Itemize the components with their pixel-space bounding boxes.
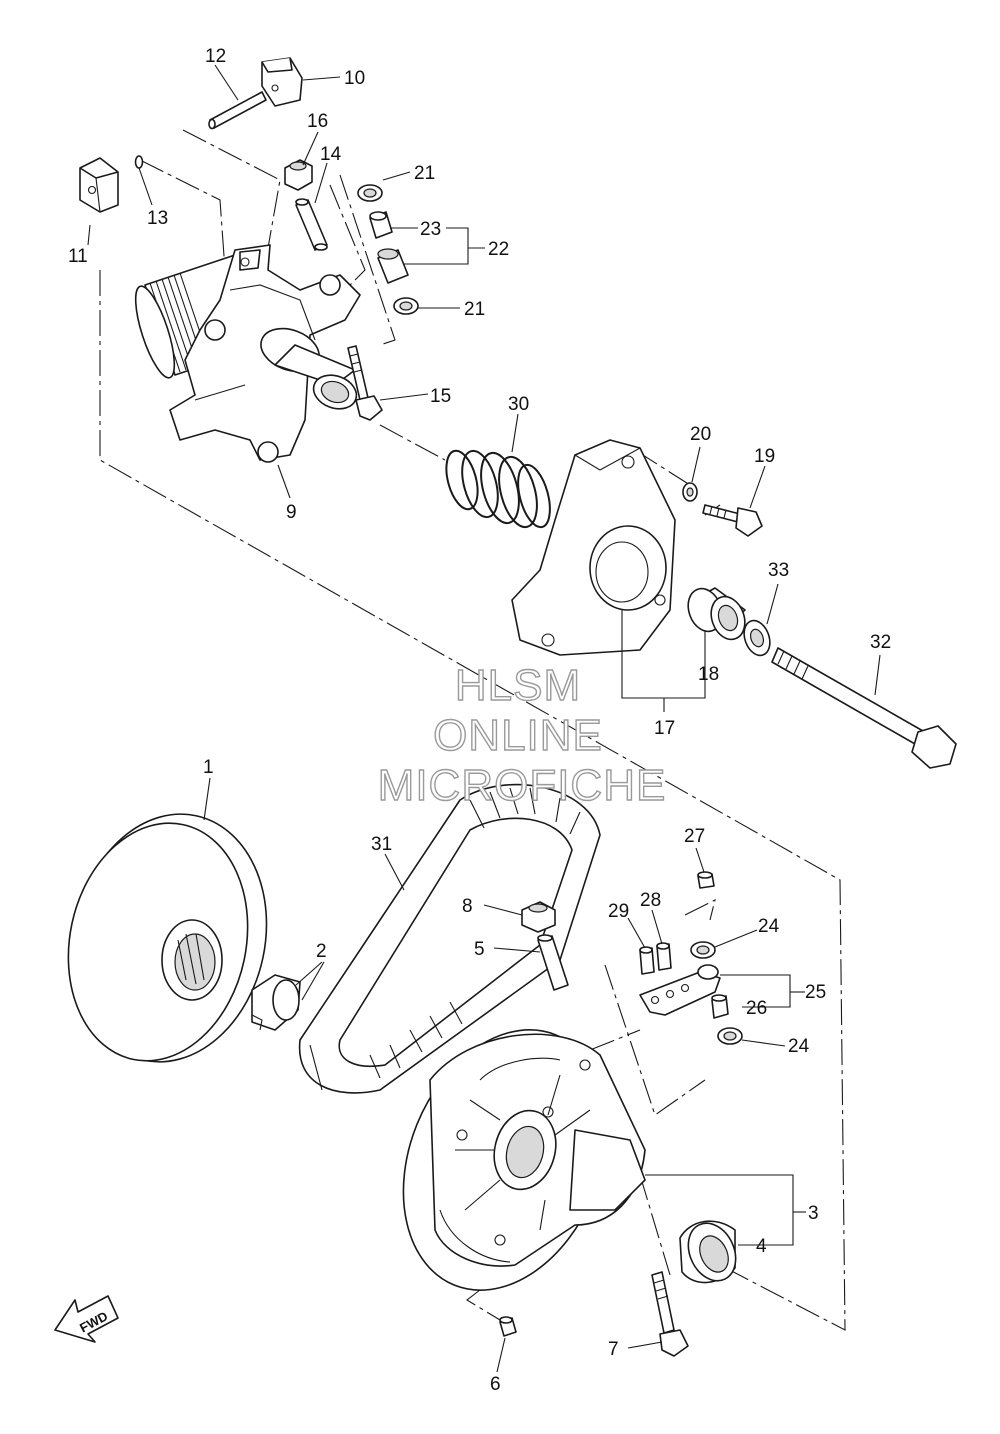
callout-labels: 12 10 16 14 21 13 23 22 11 21 15 30 20 1…: [68, 46, 891, 1395]
part-3-movable-sheave[interactable]: [366, 999, 646, 1321]
part-13-oring[interactable]: [134, 155, 144, 169]
part-25-arm[interactable]: [639, 964, 721, 1016]
leader-lines: [87, 64, 881, 1373]
part-2-collar[interactable]: [251, 974, 301, 1031]
callout-13[interactable]: 13: [147, 208, 168, 229]
callout-8[interactable]: 8: [462, 896, 473, 917]
part-22-roller[interactable]: [377, 248, 409, 284]
callout-3[interactable]: 3: [808, 1203, 819, 1224]
part-6-cap[interactable]: [499, 1316, 517, 1337]
callout-18[interactable]: 18: [698, 664, 719, 685]
watermark-line2: ONLINE: [433, 711, 603, 760]
callout-22[interactable]: 22: [488, 239, 509, 260]
watermark-line1: HLSM: [455, 661, 581, 710]
callout-32[interactable]: 32: [870, 632, 891, 653]
callout-10[interactable]: 10: [344, 68, 365, 89]
part-23-bushing[interactable]: [369, 211, 393, 239]
callout-16[interactable]: 16: [307, 111, 328, 132]
part-15-bolt[interactable]: [347, 345, 383, 421]
part-29-screw[interactable]: [639, 946, 655, 975]
part-30-spring[interactable]: [441, 447, 556, 531]
callout-12[interactable]: 12: [205, 46, 226, 67]
fwd-arrow-icon: FWD: [54, 1295, 119, 1343]
callout-27[interactable]: 27: [684, 826, 705, 847]
part-24-washer-lower[interactable]: [717, 1027, 743, 1045]
part-8-nut[interactable]: [521, 901, 556, 933]
part-17-cap[interactable]: [511, 439, 676, 656]
part-11-weight[interactable]: [79, 157, 119, 213]
part-12-pin[interactable]: [208, 91, 267, 130]
callout-14[interactable]: 14: [320, 144, 342, 165]
part-4-bushing[interactable]: [679, 1216, 744, 1289]
part-5-collar[interactable]: [537, 934, 569, 991]
callout-5[interactable]: 5: [474, 939, 485, 960]
callout-4[interactable]: 4: [756, 1236, 767, 1257]
callout-31[interactable]: 31: [371, 834, 392, 855]
callout-26[interactable]: 26: [746, 998, 767, 1019]
part-1-fixed-sheave[interactable]: [47, 796, 289, 1080]
callout-28[interactable]: 28: [640, 890, 661, 911]
part-28-screw[interactable]: [656, 942, 672, 971]
callout-33[interactable]: 33: [768, 560, 789, 581]
callout-24-upper[interactable]: 24: [758, 916, 780, 937]
part-26-bushing[interactable]: [711, 994, 729, 1019]
part-32-long-bolt[interactable]: [771, 647, 957, 769]
callout-19[interactable]: 19: [754, 446, 775, 467]
part-16-nut[interactable]: [284, 159, 313, 191]
callout-7[interactable]: 7: [608, 1339, 619, 1360]
callout-9[interactable]: 9: [286, 502, 297, 523]
callout-21-upper[interactable]: 21: [414, 163, 435, 184]
part-27-screw[interactable]: [697, 871, 715, 889]
part-10-weight[interactable]: [261, 57, 303, 107]
part-20-washer[interactable]: [682, 482, 698, 502]
callout-11[interactable]: 11: [68, 246, 88, 267]
callout-30[interactable]: 30: [508, 394, 529, 415]
callout-17[interactable]: 17: [654, 718, 675, 739]
part-18-bushing[interactable]: [682, 584, 750, 644]
part-21-washer-upper[interactable]: [357, 184, 383, 202]
part-7-bolt[interactable]: [651, 1271, 689, 1357]
watermark-line3: MICROFICHE: [378, 761, 667, 810]
part-31-belt[interactable]: [298, 783, 601, 1094]
part-14-collar[interactable]: [295, 198, 328, 251]
callout-21-lower[interactable]: 21: [464, 299, 485, 320]
callout-15[interactable]: 15: [430, 386, 451, 407]
callout-6[interactable]: 6: [490, 1374, 501, 1395]
callout-24-lower[interactable]: 24: [788, 1036, 810, 1057]
part-21-washer-lower[interactable]: [393, 297, 419, 315]
callout-23[interactable]: 23: [420, 219, 441, 240]
part-9-spider[interactable]: [128, 244, 361, 463]
callout-25[interactable]: 25: [805, 982, 826, 1003]
callout-20[interactable]: 20: [690, 424, 711, 445]
callout-2[interactable]: 2: [316, 941, 327, 962]
part-19-bolt[interactable]: [702, 504, 763, 537]
callout-1[interactable]: 1: [203, 757, 214, 778]
callout-29[interactable]: 29: [608, 901, 629, 922]
assembly-lines: [99, 129, 846, 1331]
part-24-washer-upper[interactable]: [690, 941, 716, 959]
part-33-washer[interactable]: [740, 617, 775, 659]
watermark: HLSM ONLINE MICROFICHE: [377, 660, 667, 810]
